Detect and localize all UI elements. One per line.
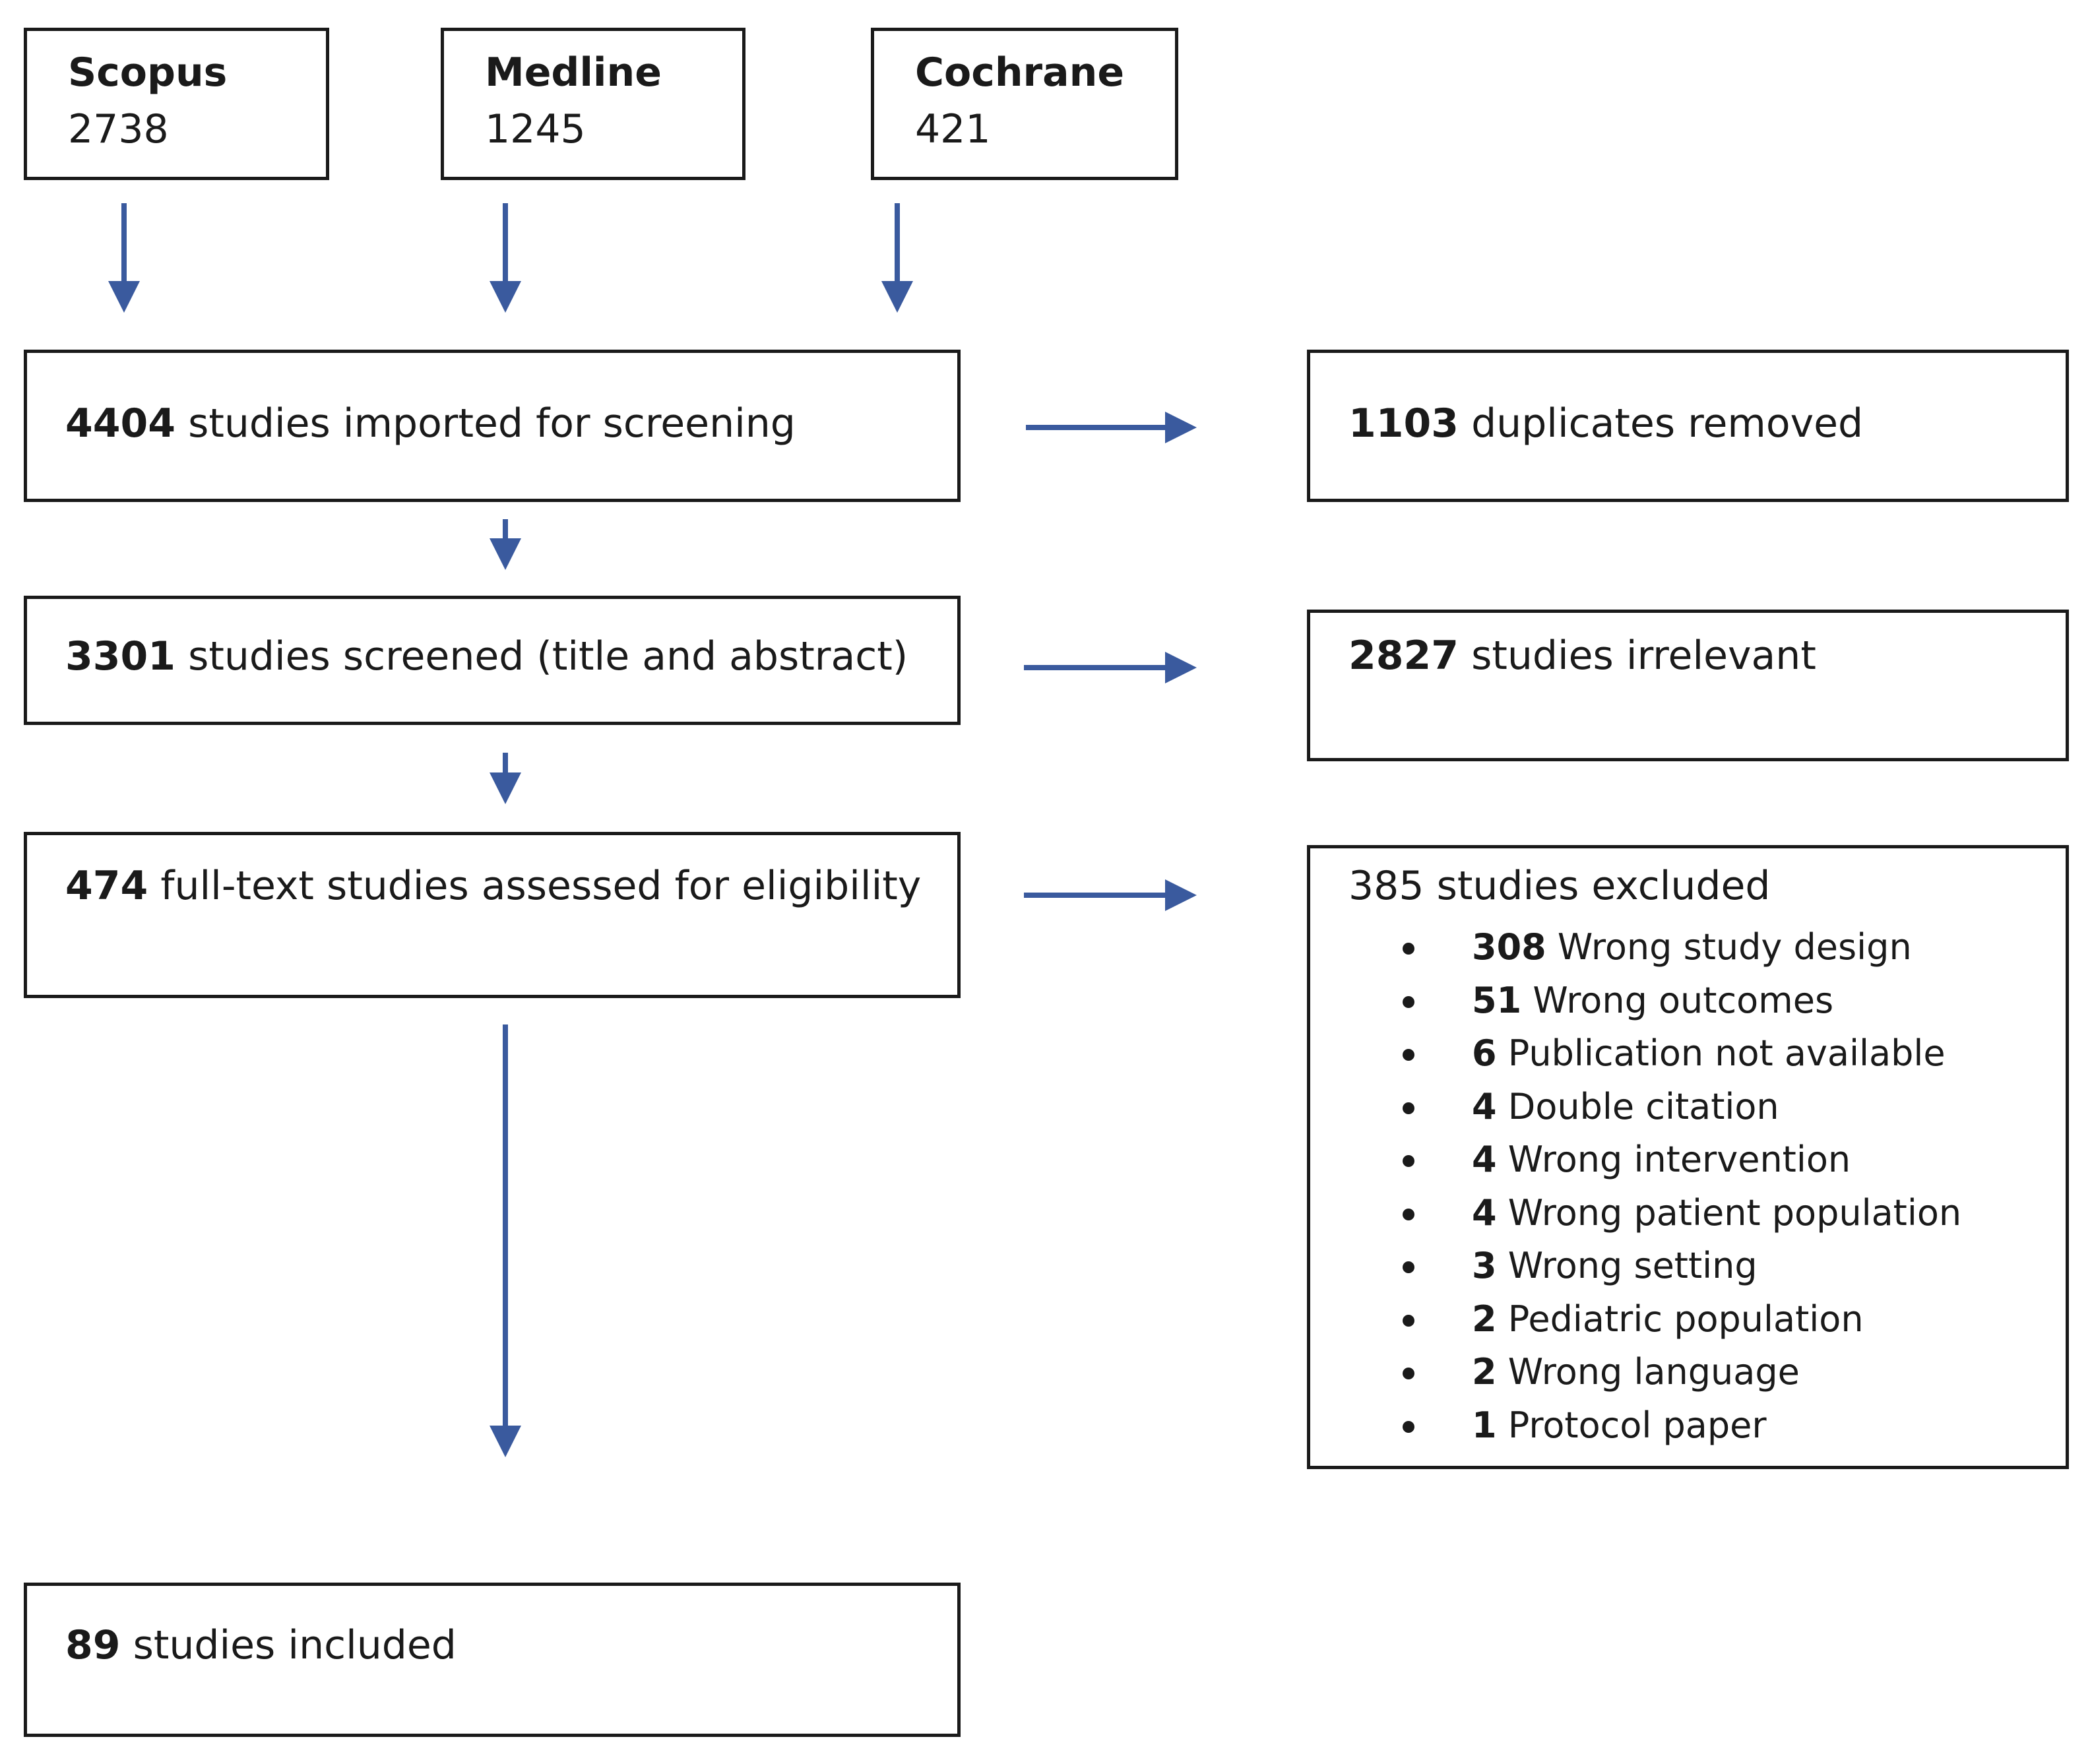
imported-text: studies imported for screening — [188, 400, 796, 447]
irrelevant-text: studies irrelevant — [1471, 633, 1816, 679]
bullet-icon — [1403, 1049, 1414, 1061]
screened-box: 3301 studies screened (title and abstrac… — [24, 596, 961, 725]
screened-text: studies screened (title and abstract) — [188, 633, 908, 679]
imported-label: 4404 studies imported for screening — [65, 400, 796, 447]
bullet-icon — [1403, 1420, 1414, 1433]
imported-count: 4404 — [65, 400, 175, 447]
list-item: 3 Wrong setting — [1403, 1240, 1961, 1293]
excluded-count: 385 — [1348, 863, 1424, 909]
source-box-medline: Medline 1245 — [441, 28, 745, 180]
list-item: 1 Protocol paper — [1403, 1399, 1961, 1453]
irrelevant-count: 2827 — [1348, 633, 1459, 679]
screened-count: 3301 — [65, 633, 175, 679]
excluded-label: 385 studies excluded — [1348, 863, 1771, 909]
fulltext-box: 474 full-text studies assessed for eligi… — [24, 832, 961, 998]
irrelevant-label: 2827 studies irrelevant — [1348, 633, 1816, 679]
bullet-icon — [1403, 1155, 1414, 1167]
source-count: 1245 — [485, 106, 586, 152]
included-box: 89 studies included — [24, 1583, 961, 1737]
bullet-icon — [1403, 1261, 1414, 1273]
duplicates-text: duplicates removed — [1471, 400, 1864, 447]
bullet-icon — [1403, 995, 1414, 1008]
bullet-icon — [1403, 1368, 1414, 1379]
list-item: 4 Wrong intervention — [1403, 1133, 1961, 1187]
source-box-cochrane: Cochrane 421 — [871, 28, 1178, 180]
list-item: 51 Wrong outcomes — [1403, 974, 1961, 1028]
source-count: 2738 — [68, 106, 169, 152]
bullet-icon — [1403, 943, 1414, 955]
list-item: 2 Pediatric population — [1403, 1293, 1961, 1346]
screened-label: 3301 studies screened (title and abstrac… — [65, 633, 908, 679]
source-name: Medline — [485, 49, 662, 96]
list-item: 308 Wrong study design — [1403, 921, 1961, 974]
duplicates-box: 1103 duplicates removed — [1307, 350, 2069, 502]
excluded-text: studies excluded — [1436, 863, 1771, 909]
source-name: Scopus — [68, 49, 228, 96]
fulltext-text: full-text studies assessed for eligibili… — [160, 863, 922, 909]
bullet-icon — [1403, 1102, 1414, 1114]
list-item: 4 Double citation — [1403, 1081, 1961, 1134]
duplicates-count: 1103 — [1348, 400, 1459, 447]
imported-box: 4404 studies imported for screening — [24, 350, 961, 502]
list-item: 6 Publication not available — [1403, 1027, 1961, 1081]
duplicates-label: 1103 duplicates removed — [1348, 400, 1863, 447]
irrelevant-box: 2827 studies irrelevant — [1307, 610, 2069, 761]
bullet-icon — [1403, 1208, 1414, 1220]
bullet-icon — [1403, 1314, 1414, 1327]
included-label: 89 studies included — [65, 1622, 457, 1668]
list-item: 2 Wrong language — [1403, 1346, 1961, 1399]
fulltext-label: 474 full-text studies assessed for eligi… — [65, 863, 921, 909]
fulltext-count: 474 — [65, 863, 148, 909]
included-text: studies included — [133, 1622, 457, 1668]
source-name: Cochrane — [915, 49, 1125, 96]
source-box-scopus: Scopus 2738 — [24, 28, 329, 180]
source-count: 421 — [915, 106, 991, 152]
list-item: 4 Wrong patient population — [1403, 1187, 1961, 1240]
exclusion-reasons-list: 308 Wrong study design 51 Wrong outcomes… — [1403, 921, 1961, 1452]
excluded-box: 385 studies excluded 308 Wrong study des… — [1307, 845, 2069, 1469]
included-count: 89 — [65, 1622, 121, 1668]
